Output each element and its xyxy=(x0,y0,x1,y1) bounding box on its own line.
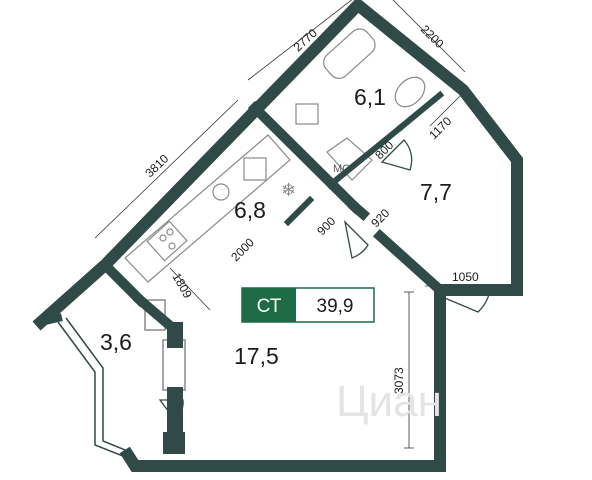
room-area-kitchen: 6,8 xyxy=(234,197,266,223)
balcony-entry-door-icon xyxy=(158,399,184,421)
room-area-bedroom: 7,7 xyxy=(420,179,452,205)
bathtub-icon xyxy=(323,28,376,79)
room-area-bathroom: 6,1 xyxy=(354,84,386,110)
badge-total-area: 39,9 xyxy=(317,296,354,317)
dim-label-920: 920 xyxy=(368,206,392,230)
dim-label-2000: 2000 xyxy=(228,235,257,264)
toilet-icon xyxy=(394,76,426,108)
dim-line-1170 xyxy=(429,95,461,127)
dim-label-900: 900 xyxy=(314,214,338,238)
dim-line-2200 xyxy=(392,0,466,73)
dim-label-2200: 2200 xyxy=(418,22,447,51)
room-area-living: 17,5 xyxy=(234,343,279,369)
dim-label-800: 800 xyxy=(372,138,396,162)
dim-line-3810 xyxy=(94,99,239,239)
kitchen-counter: ❄ xyxy=(124,134,296,283)
dim-label-1170: 1170 xyxy=(426,114,454,142)
dim-line-1809 xyxy=(169,267,211,311)
dim-label-1809: 1809 xyxy=(169,271,195,301)
bedroom-door-icon xyxy=(343,220,369,259)
watermark: Циан xyxy=(336,377,442,426)
sink-icon xyxy=(243,157,267,181)
walls xyxy=(32,0,523,472)
dim-label-3810: 3810 xyxy=(142,151,171,180)
dimension-lines xyxy=(94,0,490,449)
balcony-door-icon xyxy=(437,289,491,313)
fridge-icon: ❄ xyxy=(281,180,296,200)
bathroom-door-icon xyxy=(380,139,413,171)
doors xyxy=(158,139,491,421)
dim-label-1050: 1050 xyxy=(452,270,479,284)
apartment-type-badge: СТ 39,9 xyxy=(241,287,375,323)
stove-icon xyxy=(146,220,188,262)
room-area-balcony: 3,6 xyxy=(100,329,132,355)
bedroom-wall xyxy=(372,228,448,298)
badge-type: СТ xyxy=(257,296,282,317)
washer-icon xyxy=(212,183,230,201)
washing-machine-icon xyxy=(295,103,319,125)
kitchen-wall xyxy=(247,100,363,215)
dim-label-3073: 3073 xyxy=(392,367,406,394)
dim-line-2770 xyxy=(247,0,353,81)
